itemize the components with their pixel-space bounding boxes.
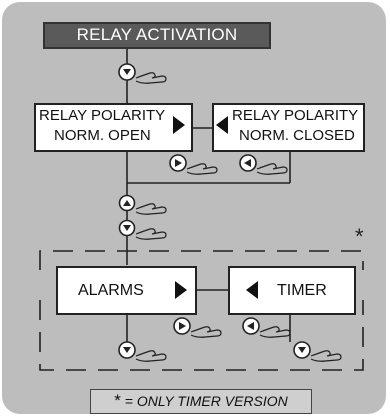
pointing-hand-icon bbox=[135, 72, 167, 84]
footnote-text: = ONLY TIMER VERSION bbox=[124, 393, 288, 409]
footnote: * = ONLY TIMER VERSION bbox=[95, 392, 307, 410]
down-button-icon bbox=[293, 341, 311, 359]
optional-region-border bbox=[39, 250, 364, 270]
left-triangle-icon bbox=[216, 116, 228, 134]
pointing-hand-icon bbox=[135, 228, 167, 240]
left-button-icon bbox=[242, 317, 260, 335]
right-triangle-icon bbox=[173, 116, 185, 134]
relay-activation-title-box bbox=[43, 22, 271, 49]
pointing-hand-icon bbox=[190, 326, 222, 338]
timer-label: TIMER bbox=[277, 282, 327, 299]
pointing-hand-icon bbox=[310, 350, 342, 362]
diagram-panel bbox=[2, 2, 386, 414]
relay-polarity-closed-value: NORM. CLOSED bbox=[239, 127, 355, 144]
up-button-icon bbox=[118, 194, 136, 212]
right-button-icon bbox=[169, 154, 187, 172]
pointing-hand-icon bbox=[135, 350, 167, 362]
relay-polarity-closed-box bbox=[212, 103, 365, 152]
timer-version-marker: * bbox=[355, 224, 364, 249]
relay-polarity-open-label: RELAY POLARITY bbox=[39, 107, 166, 124]
relay-polarity-open-value: NORM. OPEN bbox=[54, 127, 151, 144]
right-button-icon bbox=[173, 317, 191, 335]
pointing-hand-icon bbox=[256, 163, 288, 175]
left-triangle-icon bbox=[246, 281, 258, 299]
down-button-icon bbox=[118, 219, 136, 237]
left-button-icon bbox=[239, 154, 257, 172]
relay-activation-title: RELAY ACTIVATION bbox=[76, 25, 238, 44]
footnote-box bbox=[90, 389, 312, 414]
down-button-icon bbox=[118, 341, 136, 359]
relay-polarity-closed-label: RELAY POLARITY bbox=[232, 107, 359, 124]
down-button-icon bbox=[118, 63, 136, 81]
footnote-symbol: * bbox=[114, 391, 121, 410]
pointing-hand-icon bbox=[135, 203, 167, 215]
alarms-label: ALARMS bbox=[78, 282, 144, 299]
relay-polarity-open-box bbox=[34, 103, 193, 152]
alarms-box bbox=[56, 266, 197, 315]
optional-region-border bbox=[39, 300, 364, 371]
pointing-hand-icon bbox=[259, 326, 291, 338]
right-triangle-icon bbox=[175, 281, 187, 299]
pointing-hand-icon bbox=[186, 163, 218, 175]
